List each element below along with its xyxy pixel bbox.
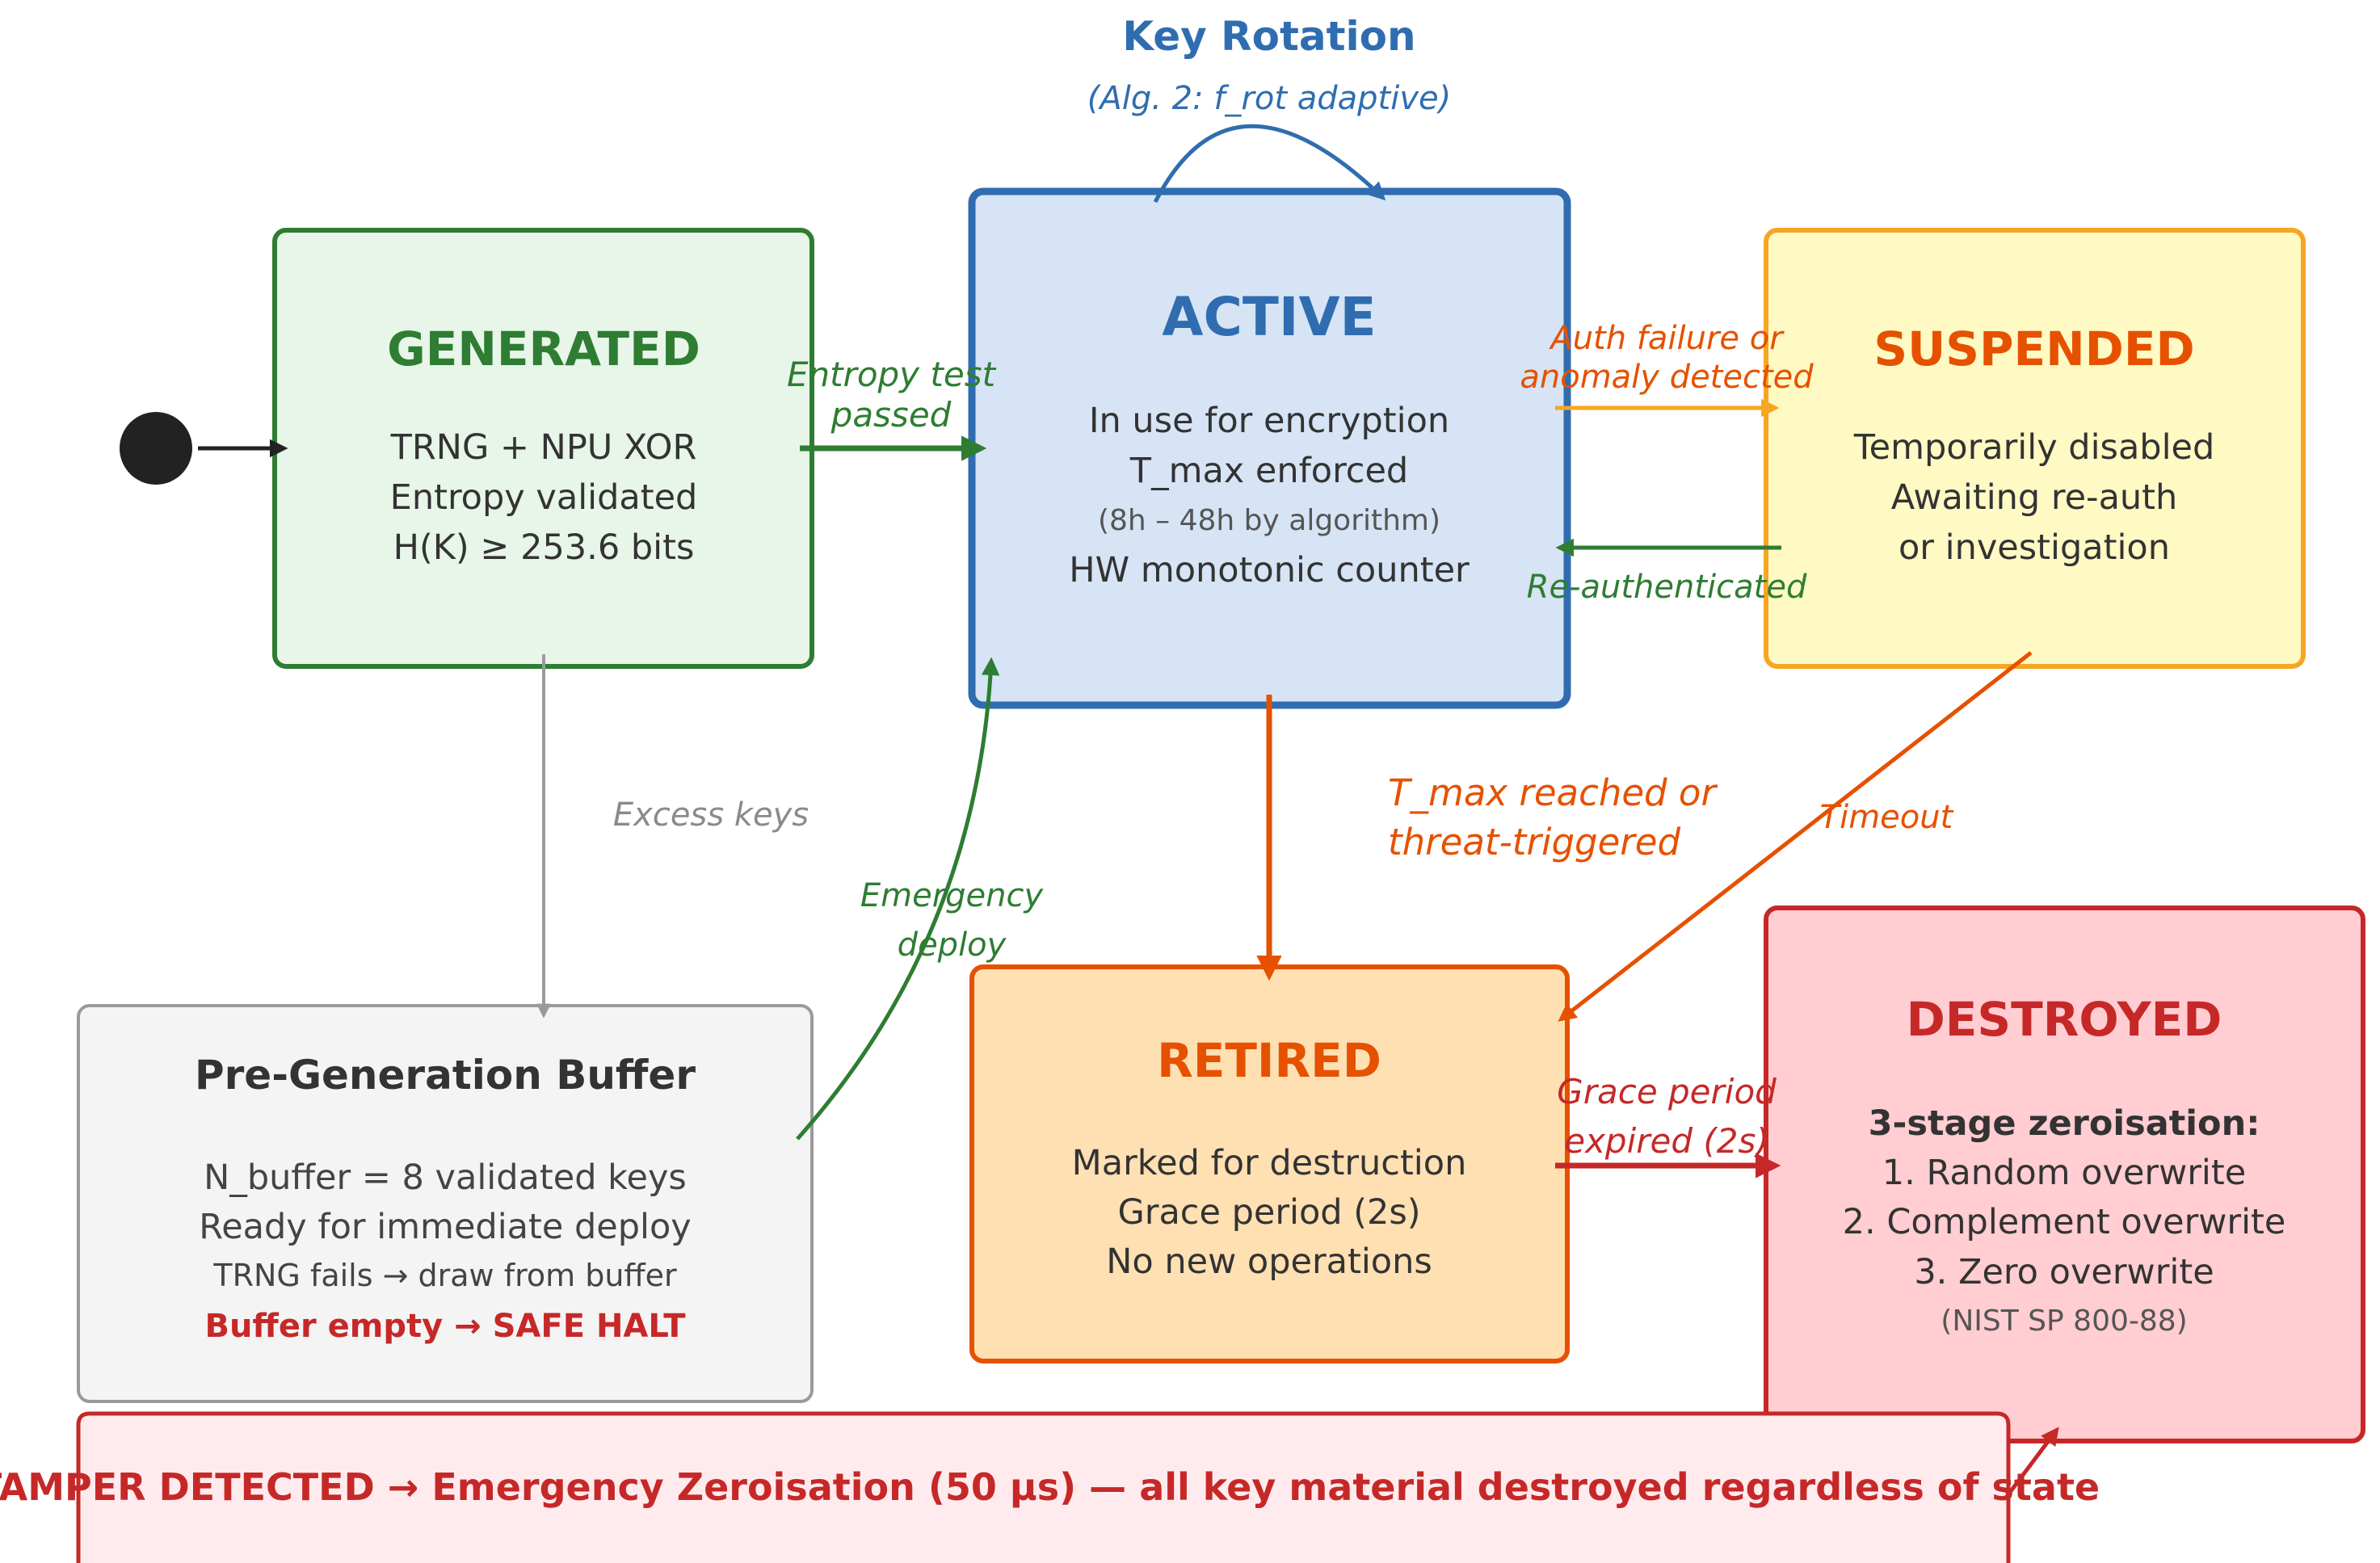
state-active: ACTIVE In use for encryption T_max enfor…: [968, 187, 1571, 709]
tmax-label-2: threat-triggered: [1388, 821, 1680, 863]
buffer-line-2: Ready for immediate deploy: [199, 1207, 691, 1247]
timeout-arrow: [1558, 651, 2033, 1022]
state-suspended: SUSPENDED Temporarily disabled Awaiting …: [1764, 228, 2306, 669]
generated-title: GENERATED: [387, 321, 700, 376]
excess-keys-label: Excess keys: [613, 796, 809, 834]
tmax-label-1: T_max reached or: [1388, 771, 1718, 814]
tamper-banner: TAMPER DETECTED → Emergency Zeroisation …: [0, 1411, 2100, 1563]
suspended-box: [1764, 228, 2306, 669]
active-title: ACTIVE: [1162, 286, 1376, 348]
state-buffer: Pre-Generation Buffer N_buffer = 8 valid…: [77, 1004, 814, 1403]
timeout-label: Timeout: [1820, 799, 1954, 836]
retired-line-1: Marked for destruction: [1072, 1143, 1467, 1183]
reauth-label: Re-authenticated: [1527, 569, 1807, 606]
buffer-box: [77, 1004, 814, 1403]
state-retired: RETIRED Marked for destruction Grace per…: [969, 964, 1570, 1363]
emergency-deploy-label-2: deploy: [898, 926, 1007, 964]
active-line-4: HW monotonic counter: [1069, 550, 1470, 590]
grace-expired-label-2: expired (2s): [1564, 1121, 1769, 1161]
state-destroyed: DESTROYED 3-stage zeroisation: 1. Random…: [1764, 905, 2365, 1443]
retired-line-3: No new operations: [1106, 1242, 1432, 1282]
entropy-passed-label-2: passed: [830, 395, 952, 435]
retired-title: RETIRED: [1157, 1033, 1381, 1088]
grace-expired-label-1: Grace period: [1557, 1072, 1777, 1111]
entropy-passed-label-1: Entropy test: [787, 355, 997, 394]
generated-line-1: TRNG + NPU XOR: [390, 427, 697, 468]
destroyed-line-3: 3. Zero overwrite: [1914, 1252, 2214, 1292]
rotation-title: Key Rotation: [1122, 13, 1415, 60]
auth-failure-label-2: anomaly detected: [1520, 359, 1814, 396]
emergency-deploy-arrow: [796, 657, 1000, 1141]
buffer-title: Pre-Generation Buffer: [195, 1052, 696, 1099]
rotation-subtitle: (Alg. 2: f_rot adaptive): [1087, 80, 1451, 117]
buffer-line-3: TRNG fails → draw from buffer: [212, 1258, 677, 1293]
destroyed-line-2: 2. Complement overwrite: [1843, 1202, 2286, 1242]
tamper-box: [76, 1411, 2011, 1563]
destroyed-note: (NIST SP 800-88): [1941, 1305, 2187, 1338]
suspended-line-1: Temporarily disabled: [1853, 427, 2215, 468]
active-box: [968, 187, 1571, 709]
tamper-arrow: [2007, 1426, 2059, 1496]
state-generated: GENERATED TRNG + NPU XOR Entropy validat…: [272, 228, 814, 669]
auth-failure-label-1: Auth failure or: [1548, 320, 1785, 357]
initial-state-dot: [120, 412, 192, 485]
active-line-1: In use for encryption: [1089, 401, 1449, 441]
tamper-text: TAMPER DETECTED → Emergency Zeroisation …: [0, 1465, 2100, 1509]
suspended-line-3: or investigation: [1899, 527, 2170, 568]
buffer-warning: Buffer empty → SAFE HALT: [204, 1308, 686, 1345]
destroyed-line-1: 1. Random overwrite: [1882, 1153, 2246, 1193]
generated-line-3: H(K) ≥ 253.6 bits: [393, 527, 695, 568]
buffer-line-1: N_buffer = 8 validated keys: [204, 1158, 687, 1198]
suspended-line-2: Awaiting re-auth: [1891, 477, 2178, 518]
generated-line-2: Entropy validated: [390, 477, 698, 518]
emergency-deploy-label-1: Emergency: [860, 877, 1045, 914]
rotation-loop-arrow: [1153, 124, 1386, 204]
active-line-2: T_max enforced: [1129, 451, 1408, 491]
suspended-title: SUSPENDED: [1873, 321, 2194, 376]
destroyed-title: DESTROYED: [1907, 992, 2222, 1047]
active-line-3: (8h – 48h by algorithm): [1098, 504, 1440, 537]
destroyed-heading: 3-stage zeroisation:: [1869, 1103, 2260, 1144]
retired-line-2: Grace period (2s): [1117, 1192, 1420, 1233]
